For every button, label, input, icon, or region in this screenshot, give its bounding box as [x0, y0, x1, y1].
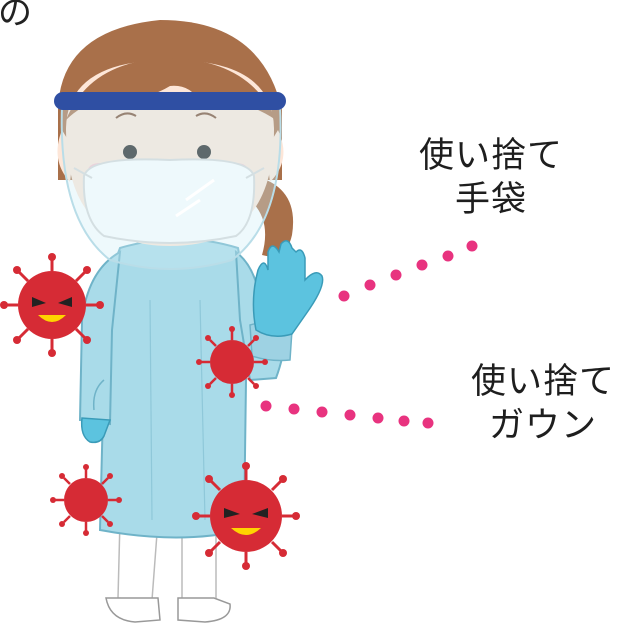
virus-icon — [50, 464, 122, 536]
gown-label-line2: ガウン — [488, 406, 597, 446]
gloves-leader-dots — [338, 240, 478, 302]
gown-leader-dots — [260, 400, 434, 429]
glove-right — [252, 240, 324, 337]
gown-label-line1: 使い捨て — [470, 362, 615, 402]
gown-label: 使い捨て ガウン — [453, 360, 633, 448]
virus-icon — [192, 462, 300, 570]
virus-icon — [196, 326, 268, 398]
gloves-label: 使い捨て 手袋 — [396, 134, 586, 222]
virus-icon — [0, 253, 104, 357]
glove-left — [80, 417, 112, 444]
corner-text: の — [0, 0, 32, 33]
face-shield-icon — [54, 92, 286, 270]
gloves-label-line1: 使い捨て — [418, 136, 563, 176]
legs — [105, 519, 231, 623]
gloves-label-line2: 手袋 — [454, 180, 527, 220]
